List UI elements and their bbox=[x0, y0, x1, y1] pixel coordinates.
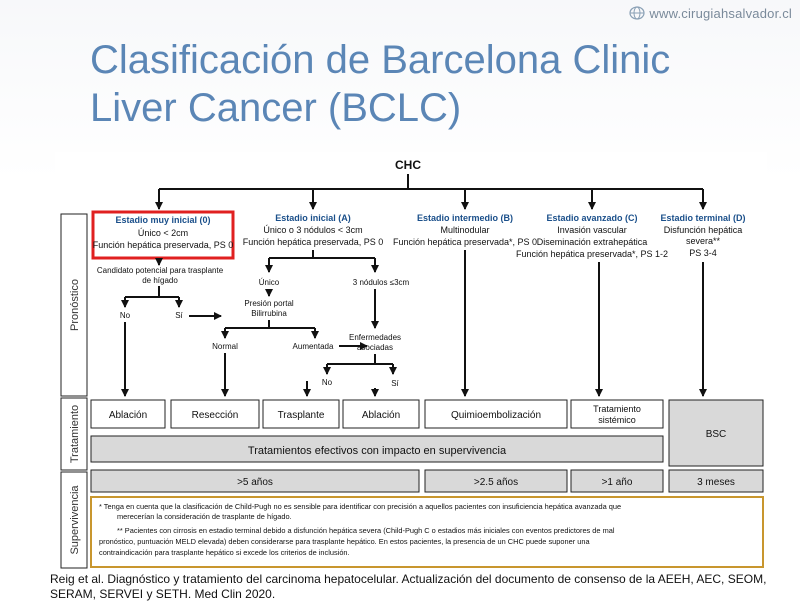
reseccion-box bbox=[170, 399, 260, 429]
survival-3m-box bbox=[668, 469, 764, 493]
survival-2-5y-box bbox=[424, 469, 568, 493]
bsc-label: BSC bbox=[706, 429, 727, 440]
prognosis-side-label: Pronóstico bbox=[69, 279, 81, 331]
survival-1y-label: >1 año bbox=[602, 477, 633, 488]
notes-box bbox=[90, 496, 764, 568]
survival-side-label: Supervivencia bbox=[69, 485, 81, 555]
treatment-side-label: Tratamiento bbox=[69, 405, 81, 463]
survival-side-box bbox=[60, 471, 88, 569]
presion-line2: Bilirrubina bbox=[251, 309, 287, 318]
slide-title-line2: Liver Cancer (BCLC) bbox=[90, 86, 462, 130]
ablacion2-box bbox=[342, 399, 420, 429]
note1-line2: merecerían la consideración de trasplant… bbox=[117, 512, 292, 521]
root-label: CHC bbox=[395, 158, 421, 172]
stage0-highlight bbox=[91, 210, 235, 260]
stageB-line1: Multinodular bbox=[440, 225, 489, 235]
ablacion-label: Ablación bbox=[109, 410, 147, 421]
efectivos-label: Tratamientos efectivos con impacto en su… bbox=[248, 445, 507, 457]
stageB-title: Estadio intermedio (B) bbox=[417, 213, 513, 223]
stage0-line1: Único < 2cm bbox=[138, 228, 188, 238]
normal-label: Normal bbox=[212, 342, 238, 351]
bclc-diagram: CHC Pronóstico Tratamiento Supervivencia… bbox=[55, 152, 767, 570]
treatment-side-box bbox=[60, 397, 88, 471]
stageD-line3: PS 3-4 bbox=[689, 248, 717, 258]
citation: Reig et al. Diagnóstico y tratamiento de… bbox=[50, 572, 790, 602]
citation-line1: Reig et al. Diagnóstico y tratamiento de… bbox=[50, 572, 767, 586]
note2-line3: contraindicación para trasplante hepátic… bbox=[99, 548, 350, 557]
survival-5y-label: >5 años bbox=[237, 477, 273, 488]
bsc-box bbox=[668, 399, 764, 467]
stageA-line1: Único o 3 nódulos < 3cm bbox=[263, 225, 362, 235]
enf-line2: asociadas bbox=[357, 343, 393, 352]
site-url-text: www.cirugiahsalvador.cl bbox=[649, 6, 792, 21]
note2-line2: pronóstico, puntuación MELD elevada) deb… bbox=[99, 537, 590, 546]
stageB-line2: Función hepática preservada*, PS 0 bbox=[393, 237, 537, 247]
branch-si2-label: Sí bbox=[391, 379, 399, 388]
quimio-box bbox=[424, 399, 568, 429]
stageA-title: Estadio inicial (A) bbox=[275, 213, 351, 223]
enf-line1: Enfermedades bbox=[349, 333, 401, 342]
slide-title: Clasificación de Barcelona Clinic Liver … bbox=[90, 36, 750, 132]
globe-icon bbox=[629, 6, 645, 20]
efectivos-box bbox=[90, 435, 664, 463]
branch-no2-label: No bbox=[322, 378, 333, 387]
quimio-label: Quimioembolización bbox=[451, 410, 541, 421]
stage0-line2: Función hepática preservada, PS 0 bbox=[93, 240, 234, 250]
bclc-flowchart: CHC Pronóstico Tratamiento Supervivencia… bbox=[60, 158, 764, 569]
note2-line1: ** Pacientes con cirrosis en estadio ter… bbox=[117, 526, 615, 535]
sistemico-line1: Tratamiento bbox=[593, 404, 641, 414]
ablacion-box bbox=[90, 399, 166, 429]
candidate-line1: Candidato potencial para trasplante bbox=[97, 266, 224, 275]
stageD-line1: Disfunción hepática bbox=[664, 225, 743, 235]
candidate-line2: de hígado bbox=[142, 276, 178, 285]
branch-no-label: No bbox=[120, 311, 131, 320]
presion-line1: Presión portal bbox=[244, 299, 294, 308]
site-url[interactable]: www.cirugiahsalvador.cl bbox=[629, 6, 792, 21]
survival-1y-box bbox=[570, 469, 664, 493]
prognosis-side-box bbox=[60, 213, 88, 397]
trasplante-label: Trasplante bbox=[278, 410, 325, 421]
reseccion-label: Resección bbox=[192, 410, 239, 421]
stageC-line3: Función hepática preservada*, PS 1-2 bbox=[516, 249, 668, 259]
citation-line2: SERAM, SERVEI y SETH. Med Clin 2020. bbox=[50, 587, 276, 601]
stageC-line1: Invasión vascular bbox=[557, 225, 627, 235]
note1-line1: * Tenga en cuenta que la clasificación d… bbox=[99, 502, 621, 511]
tres-nodulos-label: 3 nódulos ≤3cm bbox=[353, 278, 410, 287]
stageD-title: Estadio terminal (D) bbox=[660, 213, 745, 223]
unico-label: Único bbox=[259, 278, 280, 287]
stageC-title: Estadio avanzado (C) bbox=[546, 213, 637, 223]
survival-3m-label: 3 meses bbox=[697, 477, 735, 488]
stageD-line2: severa** bbox=[686, 236, 721, 246]
aumentada-label: Aumentada bbox=[293, 342, 334, 351]
stageC-line2: Diseminación extrahepática bbox=[537, 237, 648, 247]
trasplante-box bbox=[262, 399, 340, 429]
sistemico-line2: sistémico bbox=[598, 415, 636, 425]
survival-5y-box bbox=[90, 469, 420, 493]
slide-title-line1: Clasificación de Barcelona Clinic bbox=[90, 38, 671, 82]
branch-si-label: Sí bbox=[175, 311, 183, 320]
survival-2-5y-label: >2.5 años bbox=[474, 477, 518, 488]
ablacion2-label: Ablación bbox=[362, 410, 400, 421]
sistemico-box bbox=[570, 399, 664, 429]
stageA-line2: Función hepática preservada, PS 0 bbox=[243, 237, 384, 247]
stage0-title: Estadio muy inicial (0) bbox=[115, 215, 210, 225]
